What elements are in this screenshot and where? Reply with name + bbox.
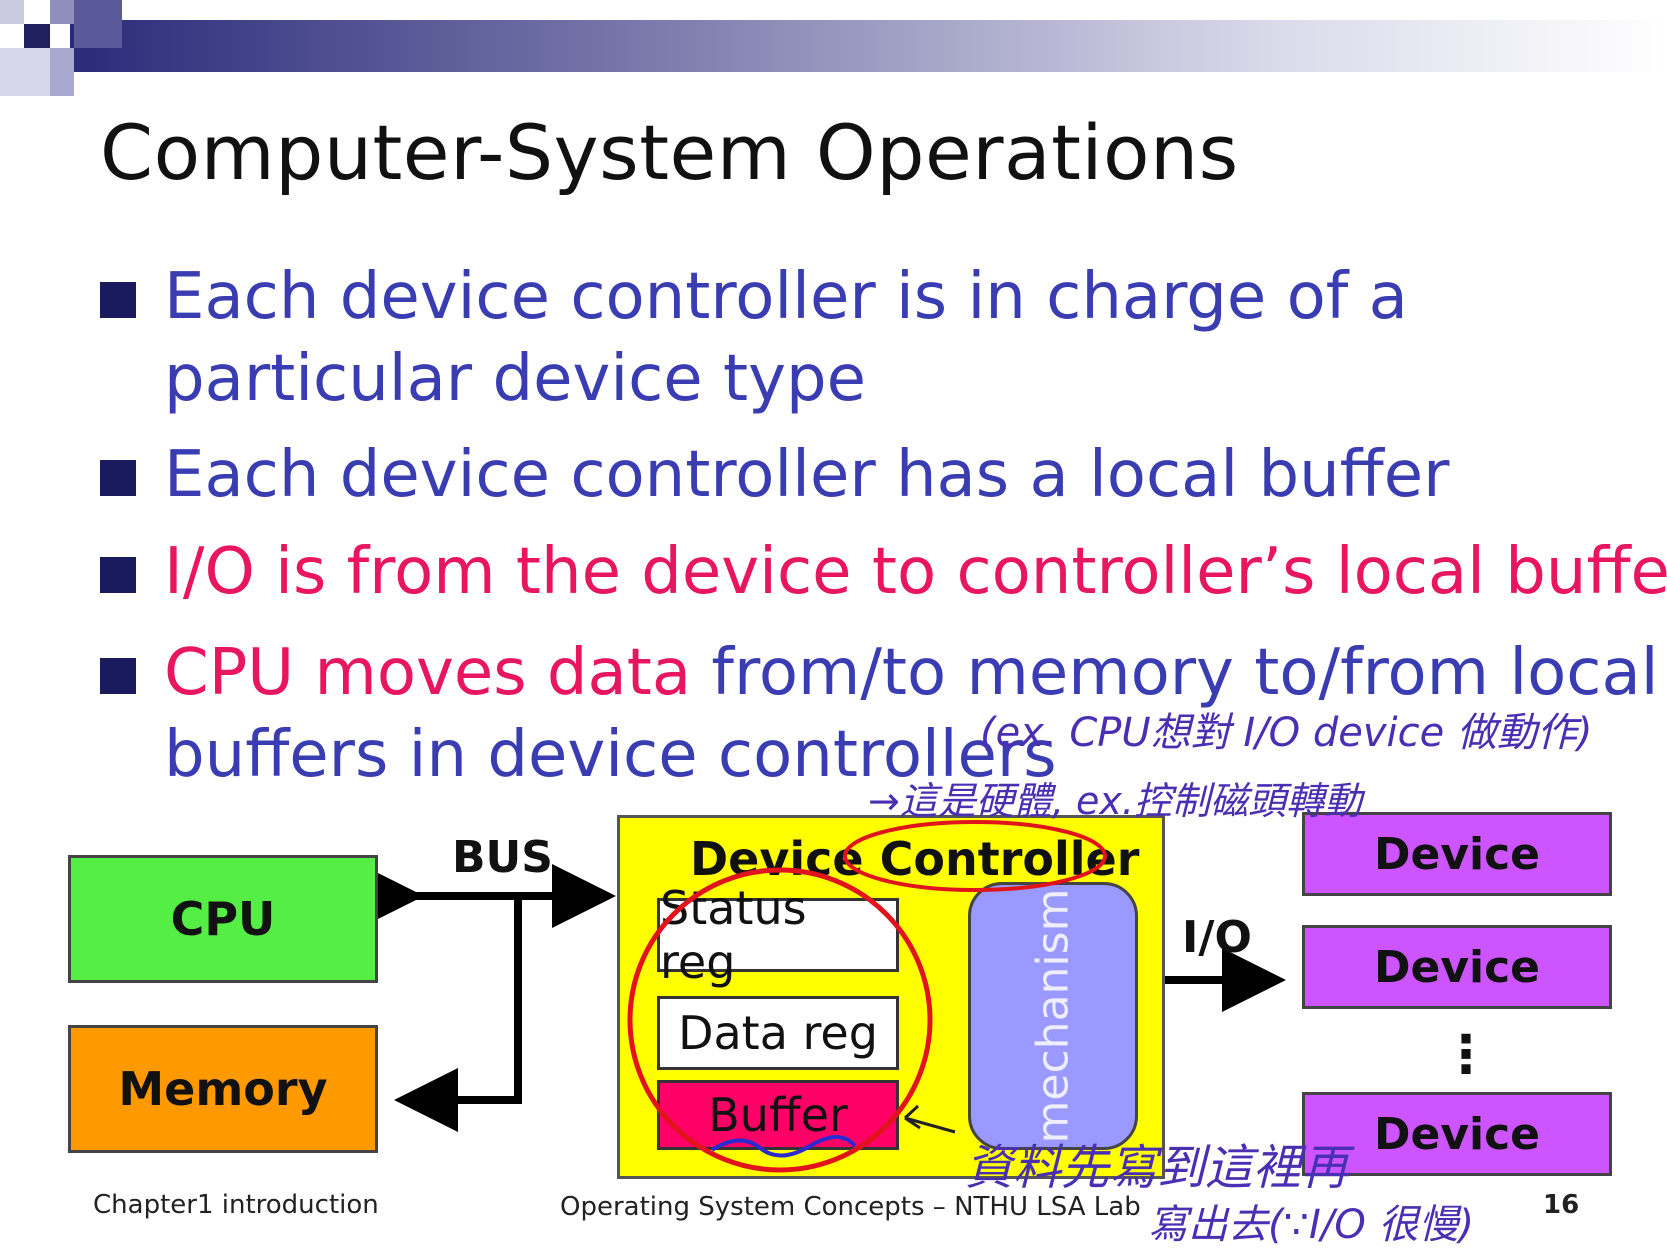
annotation-note-2: →這是硬體, ex.控制磁頭轉動 — [868, 779, 1362, 823]
device-label-2: Device — [1373, 941, 1541, 993]
bullet-square-3 — [100, 557, 136, 593]
red-circle-registers — [627, 867, 933, 1173]
mechanism-box: mechanism — [968, 882, 1138, 1150]
annotation-note-1: (ex. CPU想對 I/O device 做動作) — [980, 710, 1593, 756]
bullet-square-4 — [100, 658, 136, 694]
cpu-label: CPU — [170, 892, 276, 946]
blue-underline-buffer — [710, 1135, 857, 1158]
annotation-note-3-line-1: 資料先寫到這裡再 — [965, 1140, 1350, 1196]
device-box-3: Device — [1302, 1092, 1612, 1176]
bullet-1-line-1: Each device controller is in charge of a — [164, 260, 1408, 334]
cpu-box: CPU — [68, 855, 378, 983]
title-band-decoration — [0, 0, 1667, 96]
footer-page-number: 16 — [1543, 1190, 1580, 1220]
slide-title: Computer-System Operations — [100, 108, 1239, 197]
device-label-3: Device — [1373, 1108, 1541, 1160]
bullet-4-line-1: CPU moves data from/to memory to/from lo… — [164, 632, 1658, 714]
io-label: I/O — [1182, 912, 1252, 963]
bullet-4-blue-segment: from/to memory to/from local — [691, 636, 1659, 710]
bullet-1-line-2: particular device type — [164, 342, 866, 416]
annotation-note-3-line-2: 寫出去(∵I/O 很慢) — [1148, 1202, 1475, 1248]
buffer-pointer-arrow — [903, 1104, 956, 1134]
device-controller-label: Device Controller — [690, 832, 1140, 886]
bus-label: BUS — [452, 832, 553, 883]
bullet-square-2 — [100, 460, 136, 496]
device-label-1: Device — [1373, 828, 1541, 880]
bullet-square-1 — [100, 282, 136, 318]
bullet-3-text: I/O is from the device to controller’s l… — [164, 535, 1667, 609]
memory-label: Memory — [118, 1062, 328, 1116]
device-box-2: Device — [1302, 925, 1612, 1009]
memory-box: Memory — [68, 1025, 378, 1153]
data-reg-box: Data reg — [657, 996, 899, 1070]
bullet-2-text: Each device controller has a local buffe… — [164, 438, 1450, 512]
red-circle-controller — [843, 820, 1107, 892]
bullet-4-red-segment: CPU moves data — [164, 636, 692, 710]
device-box-1: Device — [1302, 812, 1612, 896]
footer-chapter: Chapter1 introduction — [93, 1190, 379, 1220]
bullet-4-line-2: buffers in device controllers — [164, 718, 1057, 792]
buffer-box: Buffer — [657, 1080, 899, 1150]
device-ellipsis: ⋮ — [1440, 1025, 1492, 1085]
footer-course: Operating System Concepts – NTHU LSA Lab — [560, 1192, 1141, 1222]
